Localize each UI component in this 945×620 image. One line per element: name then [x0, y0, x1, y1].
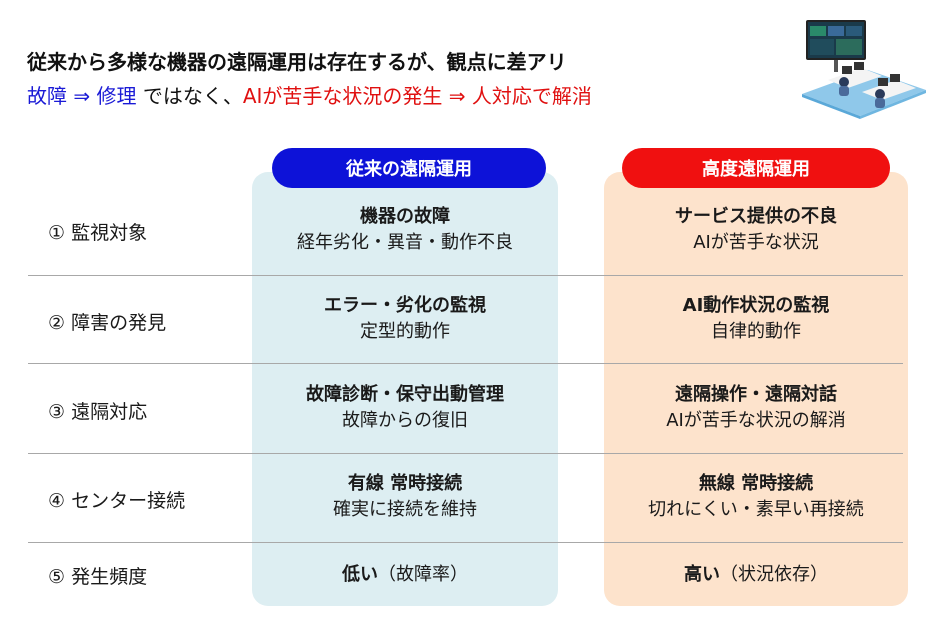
cell-heading: 有線 常時接続: [347, 473, 463, 494]
cell-advanced-frequency: 高い（状況依存）: [604, 560, 908, 586]
row-divider: [28, 275, 903, 276]
cell-heading: 高い: [684, 564, 720, 585]
row-label-occurrence-frequency: ⑤ 発生頻度: [48, 566, 148, 588]
cell-advanced-monitoring: サービス提供の不良 AIが苦手な状況: [604, 204, 908, 256]
row-label-center-connection: ④ センター接続: [48, 490, 186, 512]
cell-heading: エラー・劣化の監視: [324, 295, 486, 316]
cell-detail: 切れにくい・素早い再接続: [648, 499, 864, 520]
row-label-remote-response: ③ 遠隔対応: [48, 401, 148, 423]
conventional-column-panel: [252, 172, 558, 606]
subtitle-ai-situation: AIが苦手な状況の発生 ⇒ 人対応で解消: [242, 84, 592, 108]
cell-heading: 無線 常時接続: [698, 473, 814, 494]
cell-heading: 遠隔操作・遠隔対話: [675, 384, 837, 405]
advanced-column-header: 高度遠隔運用: [622, 148, 890, 188]
subtitle-connector: ではなく、: [136, 84, 243, 108]
row-divider: [28, 542, 903, 543]
cell-advanced-response: 遠隔操作・遠隔対話 AIが苦手な状況の解消: [604, 382, 908, 434]
remote-operation-center-icon: [802, 20, 926, 119]
cell-heading: 故障診断・保守出動管理: [306, 384, 504, 405]
cell-detail: 定型的動作: [360, 321, 450, 342]
cell-heading: サービス提供の不良: [675, 206, 837, 227]
cell-advanced-connection: 無線 常時接続 切れにくい・素早い再接続: [604, 471, 908, 523]
cell-conventional-monitoring: 機器の故障 経年劣化・異音・動作不良: [252, 204, 558, 256]
cell-detail: 故障からの復旧: [342, 410, 468, 431]
cell-detail: （状況依存）: [720, 564, 828, 585]
cell-conventional-frequency: 低い（故障率）: [252, 560, 558, 586]
cell-detail: （故障率）: [378, 564, 468, 585]
cell-heading: AI動作状況の監視: [682, 295, 830, 316]
row-label-monitoring-target: ① 監視対象: [48, 222, 148, 244]
cell-conventional-discovery: エラー・劣化の監視 定型的動作: [252, 293, 558, 345]
cell-detail: AIが苦手な状況: [693, 232, 819, 253]
row-divider: [28, 453, 903, 454]
cell-heading: 機器の故障: [360, 206, 450, 227]
row-divider: [28, 363, 903, 364]
page-subtitle: 故障 ⇒ 修理 ではなく、AIが苦手な状況の発生 ⇒ 人対応で解消: [27, 80, 592, 109]
cell-advanced-discovery: AI動作状況の監視 自律的動作: [604, 293, 908, 345]
cell-detail: 自律的動作: [711, 321, 801, 342]
cell-conventional-response: 故障診断・保守出動管理 故障からの復旧: [252, 382, 558, 434]
page-title: 従来から多様な機器の遠隔運用は存在するが、観点に差アリ: [27, 50, 567, 74]
cell-detail: 確実に接続を維持: [333, 499, 477, 520]
cell-conventional-connection: 有線 常時接続 確実に接続を維持: [252, 471, 558, 523]
conventional-column-header: 従来の遠隔運用: [272, 148, 546, 188]
cell-detail: AIが苦手な状況の解消: [666, 410, 846, 431]
cell-heading: 低い: [342, 564, 378, 585]
row-label-fault-discovery: ② 障害の発見: [48, 312, 167, 334]
advanced-column-panel: [604, 172, 908, 606]
cell-detail: 経年劣化・異音・動作不良: [297, 232, 513, 253]
subtitle-failure-repair: 故障 ⇒ 修理: [27, 84, 137, 108]
